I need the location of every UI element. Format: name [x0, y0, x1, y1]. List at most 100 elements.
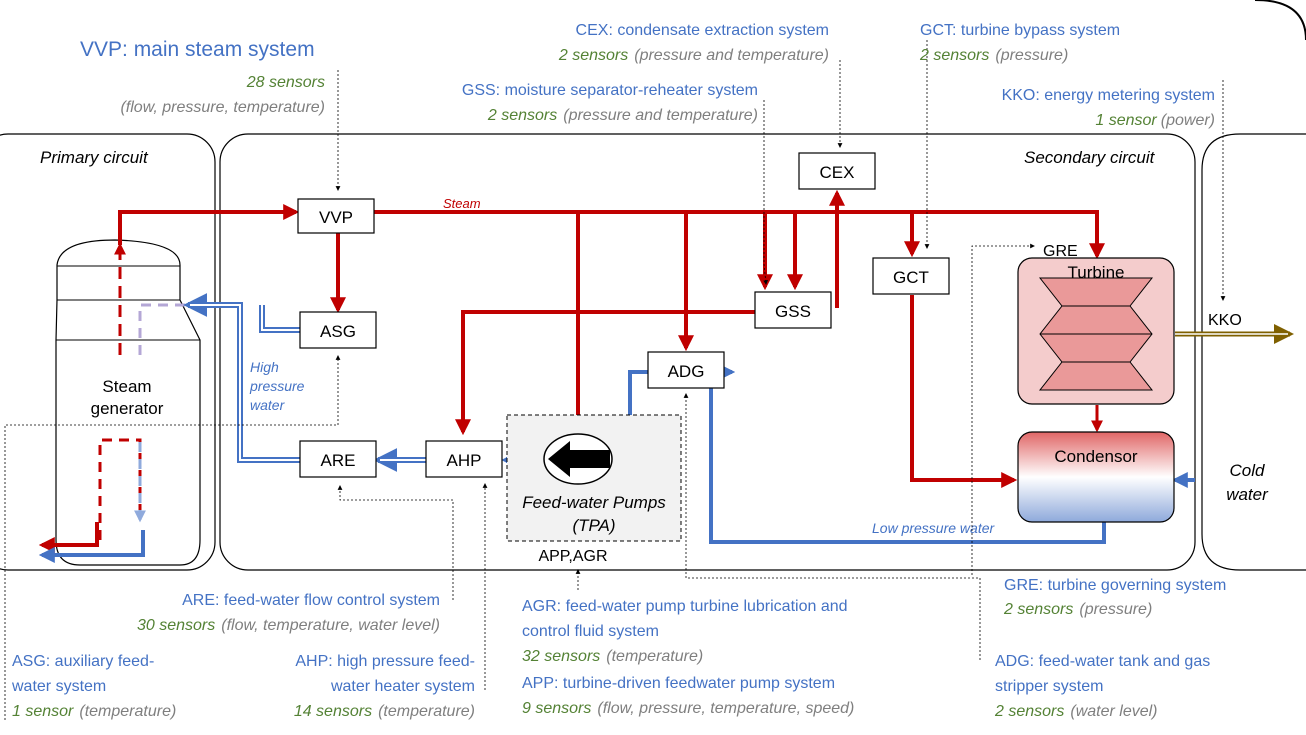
adg-annotation-name: stripper system	[995, 678, 1103, 695]
secondary-circuit-region	[219, 133, 1196, 571]
secondary-circuit-label: Secondary circuit	[1024, 148, 1156, 167]
gct-box	[872, 257, 950, 295]
pumps-label: Feed-water Pumps	[522, 493, 666, 512]
pumps-label: (TPA)	[572, 516, 615, 535]
are-box	[299, 440, 377, 478]
gss-to-ahp	[455, 310, 755, 436]
adg-box	[647, 351, 725, 389]
vvp-label: VVP	[319, 208, 353, 227]
gre-label: GRE	[1043, 243, 1078, 260]
asg-label: ASG	[320, 322, 356, 341]
condensor-label: Condensor	[1054, 447, 1138, 466]
asg-annotation-count: 1 sensor	[12, 703, 74, 720]
adg-annotation-detail: 2 sensors(water level)	[994, 703, 1158, 720]
annotation-leaders	[4, 40, 1226, 720]
agr-annotation-detail: 32 sensors (temperature)	[522, 648, 703, 665]
agr-annotation-type: (temperature)	[606, 648, 703, 665]
leader-adg	[683, 393, 981, 660]
primary-hot-leg	[38, 522, 99, 553]
gss-annotation-name: GSS: moisture separator-reheater system	[462, 82, 758, 99]
gct-annotation-count: 2 sensors	[919, 47, 989, 64]
leader-gre	[971, 243, 1035, 575]
hp-water-label: High	[250, 359, 279, 375]
pumps-sub-label: APP,AGR	[538, 548, 607, 565]
kko-annotation-name: KKO: energy metering system	[1002, 87, 1215, 104]
primary-circuit-region	[0, 133, 216, 571]
cex-annotation-count: 2 sensors	[558, 47, 628, 64]
frame-corner	[1254, 0, 1306, 41]
leader-asg	[4, 355, 341, 720]
cold-water-region	[1201, 133, 1306, 571]
gss-label: GSS	[775, 302, 811, 321]
gre-annotation-count: 2 sensors	[1003, 601, 1073, 618]
kko-label: KKO	[1208, 312, 1242, 329]
hp-water-label: pressure	[249, 378, 305, 394]
cex-label: CEX	[820, 163, 855, 182]
gct-annotation-detail: 2 sensors (pressure)	[919, 47, 1068, 64]
cex-annotation-type: (pressure and temperature)	[634, 47, 829, 64]
agr-annotation-name: control fluid system	[522, 623, 659, 640]
steam-to-vvp	[118, 204, 300, 245]
steam-flow-label: Steam	[443, 196, 481, 211]
cex-box	[798, 152, 876, 190]
vvp-annotation-count: 28 sensors	[246, 74, 325, 91]
ahp-annotation-name: AHP: high pressure feed-	[295, 653, 475, 670]
leader-gss	[763, 100, 769, 285]
cold-water-label: water	[1226, 485, 1269, 504]
gss-annotation-count: 2 sensors	[487, 107, 557, 124]
are-to-sg-inner	[190, 304, 300, 461]
leader-are	[337, 485, 454, 600]
lp-water-label: Low pressure water	[872, 520, 996, 536]
kko-annotation-type: (power)	[1161, 112, 1215, 129]
asg-annotation-detail: 1 sensor(temperature)	[12, 703, 176, 720]
gre-annotation-type: (pressure)	[1079, 601, 1152, 618]
steam-generator-label: Steam	[102, 377, 151, 396]
agr-annotation-count: 32 sensors	[522, 648, 600, 665]
vvp-box	[297, 198, 375, 234]
vvp-annotation-name: VVP: main steam system	[80, 38, 315, 61]
asg-annotation-name: water system	[11, 678, 106, 695]
ahp-annotation-type: (temperature)	[378, 703, 475, 720]
gss-box	[754, 291, 832, 329]
adg-annotation-name: ADG: feed-water tank and gas	[995, 653, 1210, 670]
agr-annotation-name: AGR: feed-water pump turbine lubrication…	[522, 598, 848, 615]
app-annotation-type: (flow, pressure, temperature, speed)	[597, 700, 854, 717]
asg-to-sg-inner	[261, 305, 300, 331]
kko-annotation-detail: 1 sensor(power)	[1095, 112, 1215, 129]
gct-annotation-type: (pressure)	[995, 47, 1068, 64]
are-annotation-name: ARE: feed-water flow control system	[182, 592, 440, 609]
hp-water-label: water	[250, 397, 286, 413]
app-annotation-detail: 9 sensors (flow, pressure, temperature, s…	[522, 700, 854, 717]
asg-to-sg	[259, 305, 300, 333]
gct-label: GCT	[893, 268, 929, 287]
low-pressure-water-line	[709, 430, 1106, 544]
cex-annotation-detail: 2 sensors (pressure and temperature)	[558, 47, 829, 64]
vvp-annotation-type: (flow, pressure, temperature)	[120, 99, 325, 116]
app-annotation-name: APP: turbine-driven feedwater pump syste…	[522, 675, 835, 692]
primary-circuit-label: Primary circuit	[40, 148, 149, 167]
gre-annotation-name: GRE: turbine governing system	[1004, 577, 1226, 594]
are-annotation-type: (flow, temperature, water level)	[221, 617, 440, 634]
gct-annotation-name: GCT: turbine bypass system	[920, 22, 1120, 39]
turbine-label: Turbine	[1067, 263, 1124, 282]
steam-main-line	[374, 210, 1105, 260]
ahp-annotation-name: water heater system	[330, 678, 475, 695]
ahp-annotation-detail: 14 sensors(temperature)	[294, 703, 475, 720]
app-annotation-count: 9 sensors	[522, 700, 591, 717]
are-annotation-detail: 30 sensors(flow, temperature, water leve…	[137, 617, 440, 634]
kko-annotation-count: 1 sensor	[1095, 112, 1157, 129]
steam-generator-label: generator	[91, 399, 164, 418]
ahp-label: AHP	[447, 451, 482, 470]
cex-annotation-name: CEX: condensate extraction system	[576, 22, 829, 39]
adg-label: ADG	[668, 362, 705, 381]
gss-annotation-type: (pressure and temperature)	[563, 107, 758, 124]
asg-box	[299, 311, 377, 349]
are-label: ARE	[321, 451, 356, 470]
cold-water-label: Cold	[1230, 461, 1266, 480]
turbine-stage	[1038, 361, 1154, 391]
ahp-box	[425, 440, 503, 478]
primary-cold-leg	[38, 530, 145, 563]
gct-to-condensor	[910, 295, 1018, 488]
gss-annotation-detail: 2 sensors (pressure and temperature)	[487, 107, 758, 124]
